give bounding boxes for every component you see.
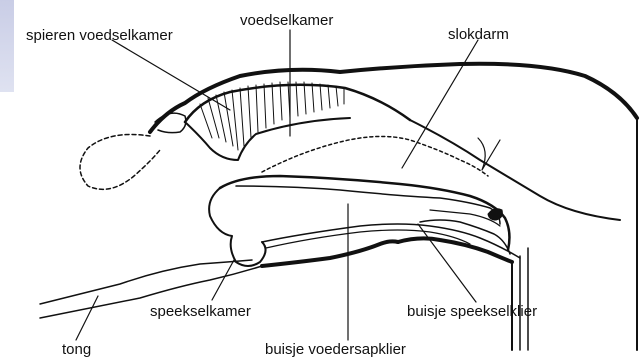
food-chamber-floor xyxy=(185,118,350,160)
label-buisje-voedersapklier: buisje voedersapklier xyxy=(265,342,406,357)
leader-spieren xyxy=(112,40,230,110)
label-slokdarm: slokdarm xyxy=(448,27,509,42)
leader-slokdarm xyxy=(402,40,478,168)
label-buisje-speekselklier: buisje speekselklier xyxy=(407,304,537,319)
outer-wall-heavy xyxy=(150,64,637,132)
chamber-roof-dashed xyxy=(262,136,488,176)
label-spieren-voedselkamer: spieren voedselkamer xyxy=(26,28,173,43)
esophagus-upper xyxy=(410,120,620,220)
salivary-gland-blob xyxy=(488,209,502,220)
clypeus-dashed xyxy=(80,135,160,190)
tongue-upper xyxy=(40,260,252,304)
salivarium-lower-lobe xyxy=(209,188,265,266)
label-voedselkamer: voedselkamer xyxy=(240,13,333,28)
salivarium-inner xyxy=(236,186,500,224)
hypopharynx-heavy xyxy=(398,238,512,262)
salivarium-upper-body xyxy=(220,176,509,250)
label-speekselkamer: speekselkamer xyxy=(150,304,251,319)
leader-speekselkamer xyxy=(212,260,234,300)
muscle-striations xyxy=(200,82,344,150)
leader-tong xyxy=(76,296,98,340)
label-tong: tong xyxy=(62,342,91,357)
